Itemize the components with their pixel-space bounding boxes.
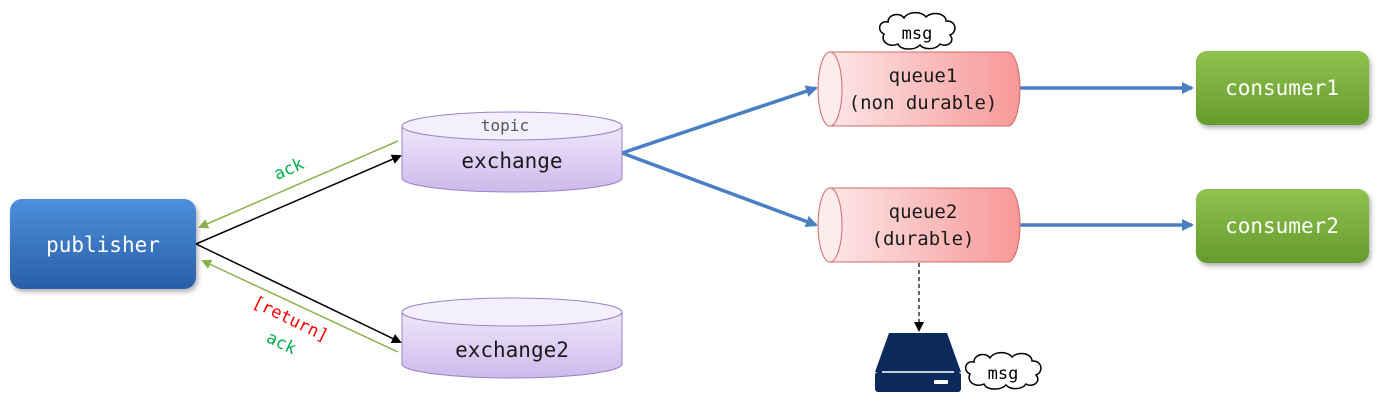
exchange-type-label: topic (481, 116, 529, 135)
queue2-durability: (durable) (872, 228, 975, 250)
edge-label-ack-exchange: ack (271, 154, 307, 185)
exchange2-label: exchange2 (455, 338, 569, 362)
edge-ack-exchange2 (201, 259, 399, 353)
publisher-node: publisher (10, 199, 196, 289)
exchange2-node: exchange2 (401, 297, 623, 379)
edge-publisher-exchange2 (195, 243, 402, 344)
queue2-name: queue2 (889, 201, 958, 223)
consumer2-node: consumer2 (1196, 189, 1369, 263)
queue1-name: queue1 (889, 65, 958, 87)
edge-label-ack-exchange2: ack (263, 328, 299, 359)
queue2-node: queue2 (durable) (817, 187, 1021, 263)
queue1-durability: (non durable) (849, 92, 998, 114)
consumer1-label: consumer1 (1225, 76, 1339, 100)
publisher-label: publisher (46, 233, 160, 257)
queue1-node: queue1 (non durable) (817, 51, 1021, 127)
hard-drive-icon (875, 333, 961, 392)
cloud-icon: msg (964, 351, 1042, 390)
exchange-node: topic exchange (401, 111, 623, 193)
exchange-label: exchange (461, 149, 562, 173)
disk-message-label: msg (988, 364, 1019, 384)
cloud-icon: msg (878, 11, 956, 50)
consumer2-label: consumer2 (1225, 214, 1339, 238)
queue1-message-label: msg (902, 24, 933, 44)
edge-exchange-queue2 (621, 151, 818, 228)
consumer1-node: consumer1 (1196, 51, 1369, 125)
edge-exchange-queue1 (621, 85, 818, 155)
edge-publisher-exchange (195, 154, 402, 245)
edge-ack-exchange (198, 140, 399, 229)
